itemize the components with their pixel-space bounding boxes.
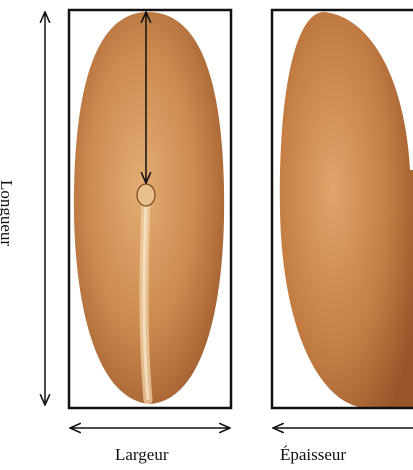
grain-front-view [69,10,231,408]
grain-side-view [272,10,413,408]
grain-side-shape [280,12,413,408]
thickness-label: Épaisseur [280,445,346,465]
width-label: Largeur [115,445,169,465]
length-label: Longueur [0,180,16,246]
grain-germ [137,184,155,206]
